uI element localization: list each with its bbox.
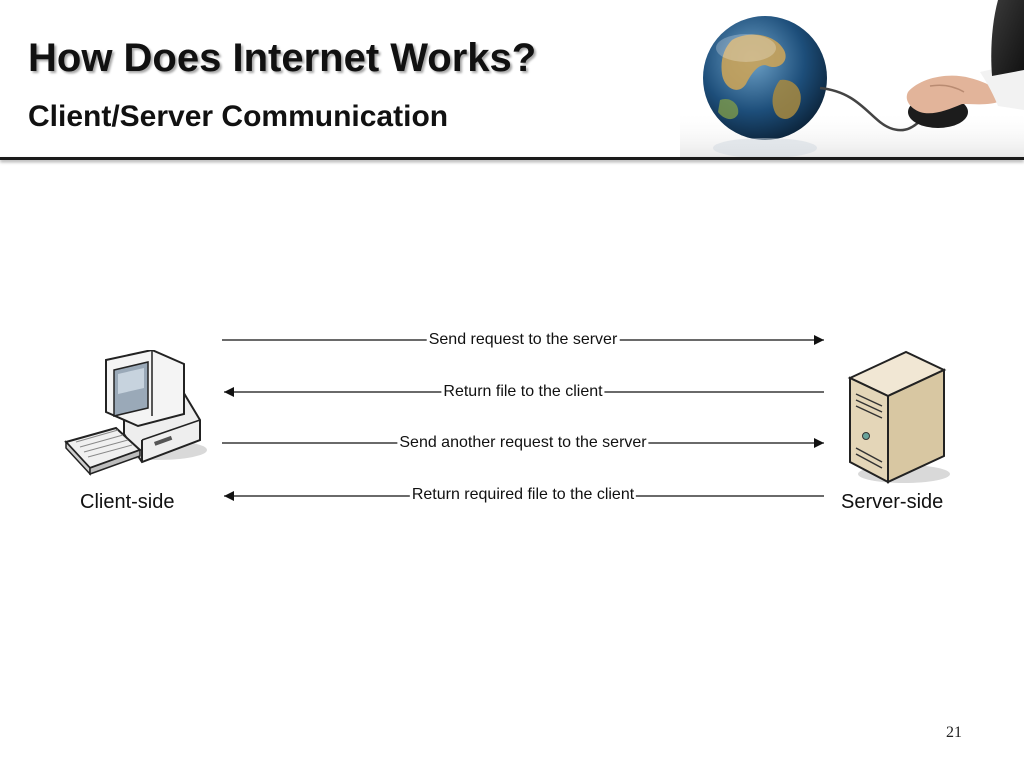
slide-title: How Does Internet Works?	[28, 36, 537, 80]
globe-with-mouse-hand-icon	[680, 0, 1024, 158]
server-tower-icon	[847, 350, 950, 484]
slide-subtitle: Client/Server Communication	[28, 100, 449, 133]
message-label: Return file to the client	[441, 383, 605, 401]
message-label: Send request to the server	[426, 331, 620, 349]
header-rule	[0, 157, 1024, 160]
server-side-label: Server-side	[841, 491, 944, 513]
desktop-computer-icon	[64, 350, 207, 476]
client-side-label: Client-side	[80, 491, 175, 513]
message-label: Send another request to the server	[397, 434, 649, 452]
message-label: Return required file to the client	[409, 486, 637, 504]
page-number: 21	[946, 724, 962, 741]
